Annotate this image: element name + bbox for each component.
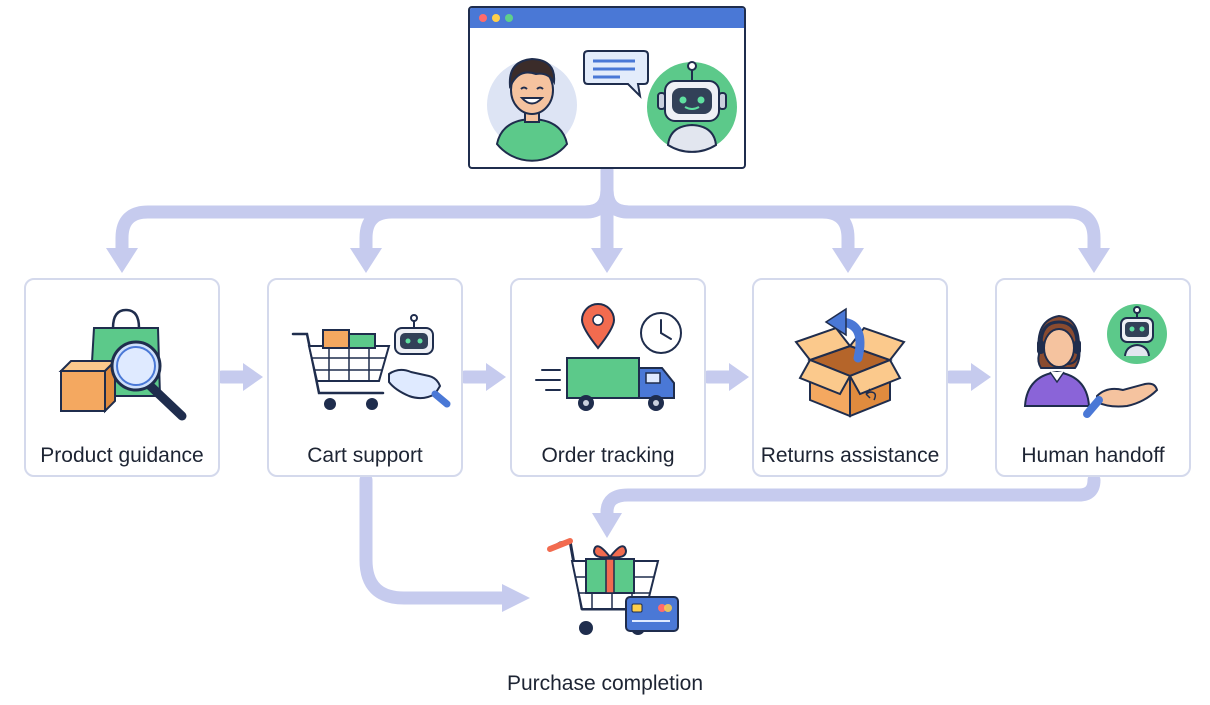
stage-card-cart-support: Cart support [267, 278, 463, 477]
step-arrowhead-3 [729, 363, 749, 391]
window-maximize-dot [505, 14, 513, 22]
connector-to-cart-support [359, 183, 614, 262]
stage-label-product-guidance: Product guidance [40, 444, 204, 467]
cart-robot-icon [291, 314, 451, 410]
connector-to-human-handoff [600, 183, 1101, 262]
stage-card-order-tracking: Order tracking [510, 278, 706, 477]
arrowhead-purchase-from-handoff [592, 513, 622, 538]
chat-window-customer-robot-icon [487, 50, 737, 162]
shopping-bag-magnifier-icon [58, 308, 187, 421]
arrowhead-human-handoff [1078, 248, 1110, 273]
connector-handoff-to-purchase [600, 473, 1101, 525]
stage-label-human-handoff: Human handoff [1021, 444, 1165, 467]
window-close-dot [479, 14, 487, 22]
customer-avatar-icon [487, 57, 577, 162]
delivery-truck-icon [535, 303, 682, 411]
arrowhead-product-guidance [106, 248, 138, 273]
chat-window [468, 6, 746, 169]
stage-label-returns-assistance: Returns assistance [760, 444, 940, 467]
stage-label-order-tracking: Order tracking [541, 444, 675, 467]
window-minimize-dot [492, 14, 500, 22]
arrowhead-returns-assistance [832, 248, 864, 273]
stage-label-purchase-completion: Purchase completion [506, 672, 704, 695]
step-arrowhead-1 [243, 363, 263, 391]
return-box-icon [794, 307, 906, 418]
agent-robot-handoff-icon [1023, 304, 1167, 418]
arrowhead-cart-support [350, 248, 382, 273]
stage-card-returns-assistance: Returns assistance [752, 278, 948, 477]
arrowhead-purchase-from-cart [502, 584, 530, 612]
gift-cart-card-icon [547, 538, 679, 635]
step-arrowhead-4 [971, 363, 991, 391]
stage-card-product-guidance: Product guidance [24, 278, 220, 477]
speech-bubble-icon [583, 50, 649, 99]
arrowhead-order-tracking [591, 248, 623, 273]
robot-avatar-icon [647, 61, 737, 153]
step-arrowhead-2 [486, 363, 506, 391]
chat-window-titlebar [470, 8, 744, 28]
stage-card-human-handoff: Human handoff [995, 278, 1191, 477]
stage-label-cart-support: Cart support [307, 444, 423, 467]
connector-to-returns-assistance [600, 183, 855, 262]
connector-cart-to-purchase [359, 473, 512, 605]
